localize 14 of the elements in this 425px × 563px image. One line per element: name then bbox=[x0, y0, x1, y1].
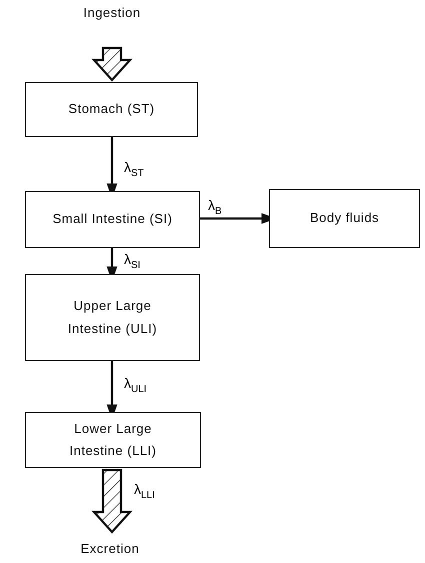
edge-label: λ$_{ST}$ bbox=[123, 160, 145, 179]
block-arrow bbox=[92, 46, 132, 82]
process-box: Upper Large Intestine (ULI) bbox=[25, 274, 200, 361]
edge-label: λ$_{ULI}$ bbox=[123, 376, 148, 395]
edge-label: λ$_{B}$ bbox=[207, 198, 223, 217]
edge-label: λ$_{LLI}$ bbox=[133, 482, 156, 501]
process-box: Small Intestine (SI) bbox=[25, 191, 200, 248]
block-arrow bbox=[92, 468, 132, 534]
process-box: Body fluids bbox=[269, 189, 420, 248]
edge-label: λ$_{SI}$ bbox=[123, 252, 142, 271]
flow-label: Ingestion bbox=[62, 2, 162, 24]
process-box: Lower Large Intestine (LLI) bbox=[25, 412, 201, 468]
process-box: Stomach (ST) bbox=[25, 82, 198, 137]
flow-label: Excretion bbox=[50, 538, 170, 560]
